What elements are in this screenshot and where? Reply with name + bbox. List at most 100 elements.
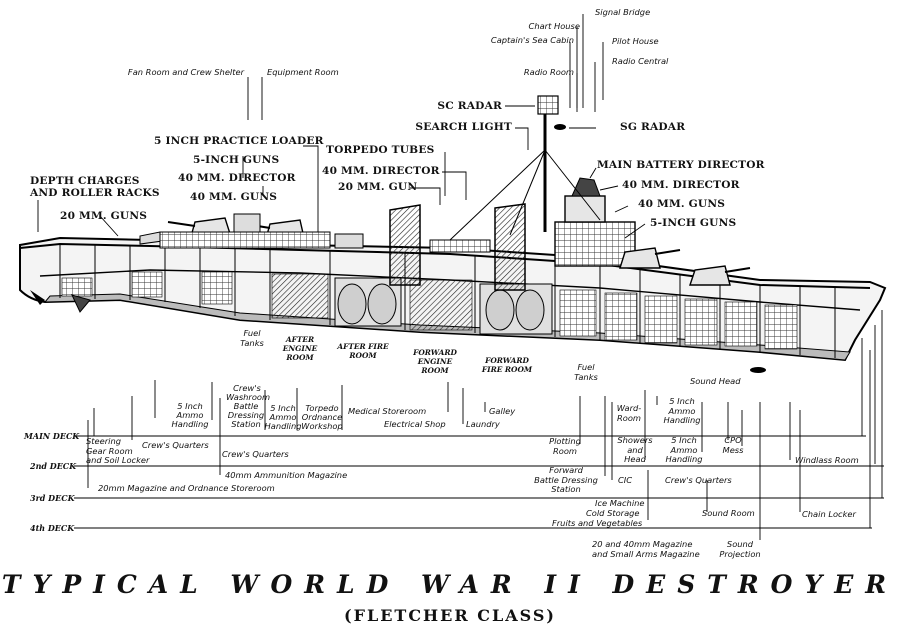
label-ammo-fwd-a-line1: 5 Inch [669,396,695,406]
callout-40mm-guns-aft: 40 MM. GUNS [190,191,278,203]
label-galley: Galley [489,406,516,416]
label-ammo-handling-a: 5 Inch Ammo Handling [168,402,212,429]
label-ammo-fwd-b-line1: 5 Inch [671,435,697,445]
label-ammo-handling-fwd-b: 5 Inch Ammo Handling [662,435,706,465]
label-plotting-line2: Room [553,445,577,456]
deck-lines [74,435,884,529]
label-fan-room: Fan Room and Crew Shelter [127,67,244,77]
label-20-40mm-magazine-line2: and Small Arms Magazine [592,549,700,559]
label-after-engine-line2: ENGINE [282,344,318,353]
label-cic: CIC [618,475,633,485]
callout-practice-loader: 5 INCH PRACTICE LOADER [154,135,324,147]
deck-label-main: MAIN DECK [24,431,80,441]
label-fwd-engine-line2: ENGINE [417,357,453,366]
callout-40mm-director-fwd: 40 MM. DIRECTOR [622,179,740,191]
callout-5-inch-guns-aft: 5-INCH GUNS [193,154,280,166]
label-radio-central: Radio Central [612,56,669,66]
callout-20mm-guns-aft: 20 MM. GUNS [60,210,148,222]
label-after-engine-room: AFTER ENGINE ROOM [278,335,322,362]
label-cpo-mess: CPO Mess [718,435,748,455]
label-ammo-handling-fwd-a: 5 Inch Ammo Handling [662,396,702,426]
label-equipment-room: Equipment Room [267,67,339,77]
callout-depth-charges-2: AND ROLLER RACKS [30,187,160,199]
label-after-fire-line1: AFTER FIRE [337,342,389,351]
callout-depth-charges-1: DEPTH CHARGES [30,175,140,187]
label-steering-line1: Steering [86,436,121,446]
label-sound-projection-line2: Projection [719,549,761,559]
label-cold-storage: Cold Storage [586,508,640,518]
label-ammo-handling-a-line3: Handling [171,419,209,429]
label-battle-dressing: Battle Dressing Station [224,402,268,429]
label-showers-line1: Showers [617,435,653,445]
label-battle-dressing-line3: Station [231,419,261,429]
label-after-fire-room: AFTER FIRE ROOM [336,342,390,360]
deck-label-2nd: 2nd DECK [30,461,77,471]
label-crews-washroom-line2: Washroom [226,392,271,402]
label-fwd-battle-line3: Station [551,484,581,494]
label-ward-room-line2: Room [617,412,641,423]
label-radio-room: Radio Room [523,67,574,77]
label-ice-machine: Ice Machine [595,498,645,508]
label-20mm-magazine: 20mm Magazine and Ordnance Storeroom [98,483,275,493]
label-plotting-room: Plotting Room [540,436,590,456]
label-crews-quarters-aft: Crew's Quarters [142,440,209,450]
label-ammo-handling-b: 5 Inch Ammo Handling [262,404,304,431]
label-fwd-battle-line2: Battle Dressing [534,474,598,485]
label-forward-battle-dressing: Forward Battle Dressing Station [532,465,600,495]
label-crews-washroom: Crew's Washroom [226,383,271,402]
label-crews-quarters-mid: Crew's Quarters [222,449,289,459]
label-20-40mm-magazine-line1: 20 and 40mm Magazine [592,539,693,549]
label-steering-line2: Gear Room [86,445,133,456]
label-fwd-fire-line2: FIRE ROOM [481,365,533,374]
label-fuel-tanks-aft-line1: Fuel [243,328,261,338]
callout-40mm-director-aft: 40 MM. DIRECTOR [178,172,296,184]
label-sound-room: Sound Room [702,508,755,518]
callout-40mm-director-mid: 40 MM. DIRECTOR [322,165,440,177]
label-fuel-tanks-aft-line2: Tanks [240,338,264,348]
label-torpedo-workshop-line2: Ordnance [301,412,343,422]
label-signal-bridge: Signal Bridge [595,7,651,17]
callout-main-battery-director: MAIN BATTERY DIRECTOR [597,159,765,171]
label-ward-room: Ward- Room [612,403,646,423]
label-crews-washroom-line1: Crew's [233,383,261,393]
label-captains-sea-cabin: Captain's Sea Cabin [490,35,574,45]
callout-sc-radar: SC RADAR [437,100,502,112]
label-ammo-handling-b-line2: Ammo [269,412,297,422]
label-windlass-room: Windlass Room [795,455,859,465]
label-steering-line3: and Soil Locker [86,455,150,465]
label-ammo-handling-b-line3: Handling [264,421,302,431]
superstructure [139,95,751,291]
label-fwd-battle-line1: Forward [549,465,583,475]
deck-label-3rd: 3rd DECK [30,493,75,503]
label-ammo-handling-b-line1: 5 Inch [270,403,296,413]
label-after-engine-line3: ROOM [286,353,314,362]
label-40mm-ammo-magazine: 40mm Ammunition Magazine [225,470,348,480]
label-steering-gear-room: Steering Gear Room and Soil Locker [86,436,150,466]
label-ammo-fwd-b-line3: Handling [665,454,703,464]
label-ammo-handling-a-line1: 5 Inch [177,401,203,411]
label-cpo-mess-line1: CPO [724,435,742,445]
label-battle-dressing-line1: Battle [233,401,259,411]
label-ammo-fwd-b-line2: Ammo [670,444,698,455]
label-sound-projection: Sound Projection [716,539,764,559]
page-title: TYPICAL WORLD WAR II DESTROYER [1,570,899,599]
label-20-40mm-magazine: 20 and 40mm Magazine and Small Arms Maga… [592,539,700,559]
label-torpedo-workshop-line1: Torpedo [305,403,339,413]
deck-label-4th: 4th DECK [30,523,75,533]
label-chart-house: Chart House [528,21,580,31]
label-after-fire-line2: ROOM [349,351,377,360]
label-forward-engine-room: FORWARD ENGINE ROOM [410,348,460,375]
label-chain-locker: Chain Locker [802,509,856,519]
label-fwd-fire-line1: FORWARD [485,356,529,365]
label-sound-head: Sound Head [690,376,741,386]
label-fuel-tanks-fwd-line1: Fuel [577,362,595,372]
label-fuel-tanks-fwd: Fuel Tanks [566,362,606,382]
label-electrical-shop: Electrical Shop [384,419,446,429]
label-fuel-tanks-aft: Fuel Tanks [232,328,272,348]
page-subtitle: (FLETCHER CLASS) [344,606,556,625]
label-fuel-tanks-fwd-line2: Tanks [574,372,598,382]
hull [19,236,887,373]
label-plotting-line1: Plotting [549,436,581,446]
label-torpedo-workshop-line3: Workshop [301,421,343,431]
